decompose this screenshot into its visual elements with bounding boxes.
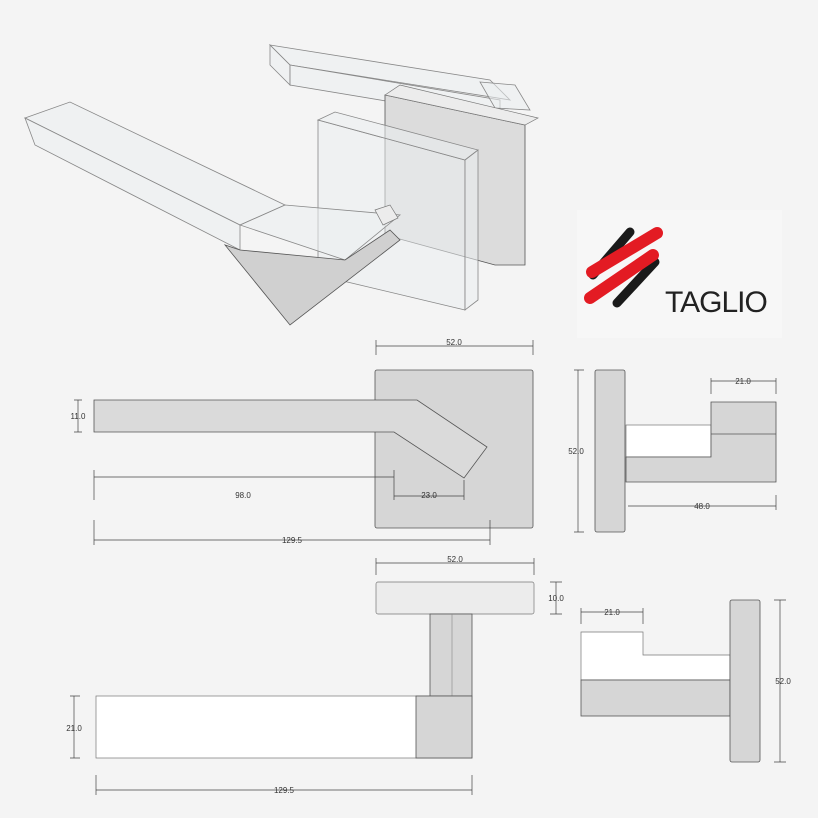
dim-side-top-width: 21.0	[735, 377, 751, 386]
dim-lever-height: 11.0	[71, 412, 87, 421]
top-view: 52.0 10.0 21.0 129.5	[66, 555, 564, 795]
dim-rose-thickness: 10.0	[548, 594, 564, 603]
dim-total-length: 129.5	[282, 536, 303, 545]
dim-angle-length: 23.0	[421, 491, 437, 500]
spindle	[374, 204, 399, 226]
dim-side-projection: 48.0	[694, 502, 710, 511]
taglio-logo: TAGLIO	[577, 210, 782, 338]
perspective-render	[23, 44, 539, 326]
dim-end-step-width: 21.0	[604, 608, 620, 617]
dim-side-height: 52.0	[568, 447, 584, 456]
side-view: 52.0 21.0 48.0	[568, 369, 777, 533]
dim-lever-thickness: 21.0	[66, 724, 82, 733]
logo-text: TAGLIO	[665, 286, 767, 319]
front-lever-neck	[223, 229, 401, 326]
front-view: 52.0 11.0 98.0 23.0 129.5	[71, 338, 534, 545]
dim-top-rose-width: 52.0	[447, 555, 463, 564]
dim-top-total-length: 129.5	[274, 786, 295, 795]
dim-rose-width: 52.0	[446, 338, 462, 347]
end-view: 21.0 52.0	[580, 599, 791, 763]
dim-grip-length: 98.0	[235, 491, 251, 500]
dim-end-height: 52.0	[775, 677, 791, 686]
